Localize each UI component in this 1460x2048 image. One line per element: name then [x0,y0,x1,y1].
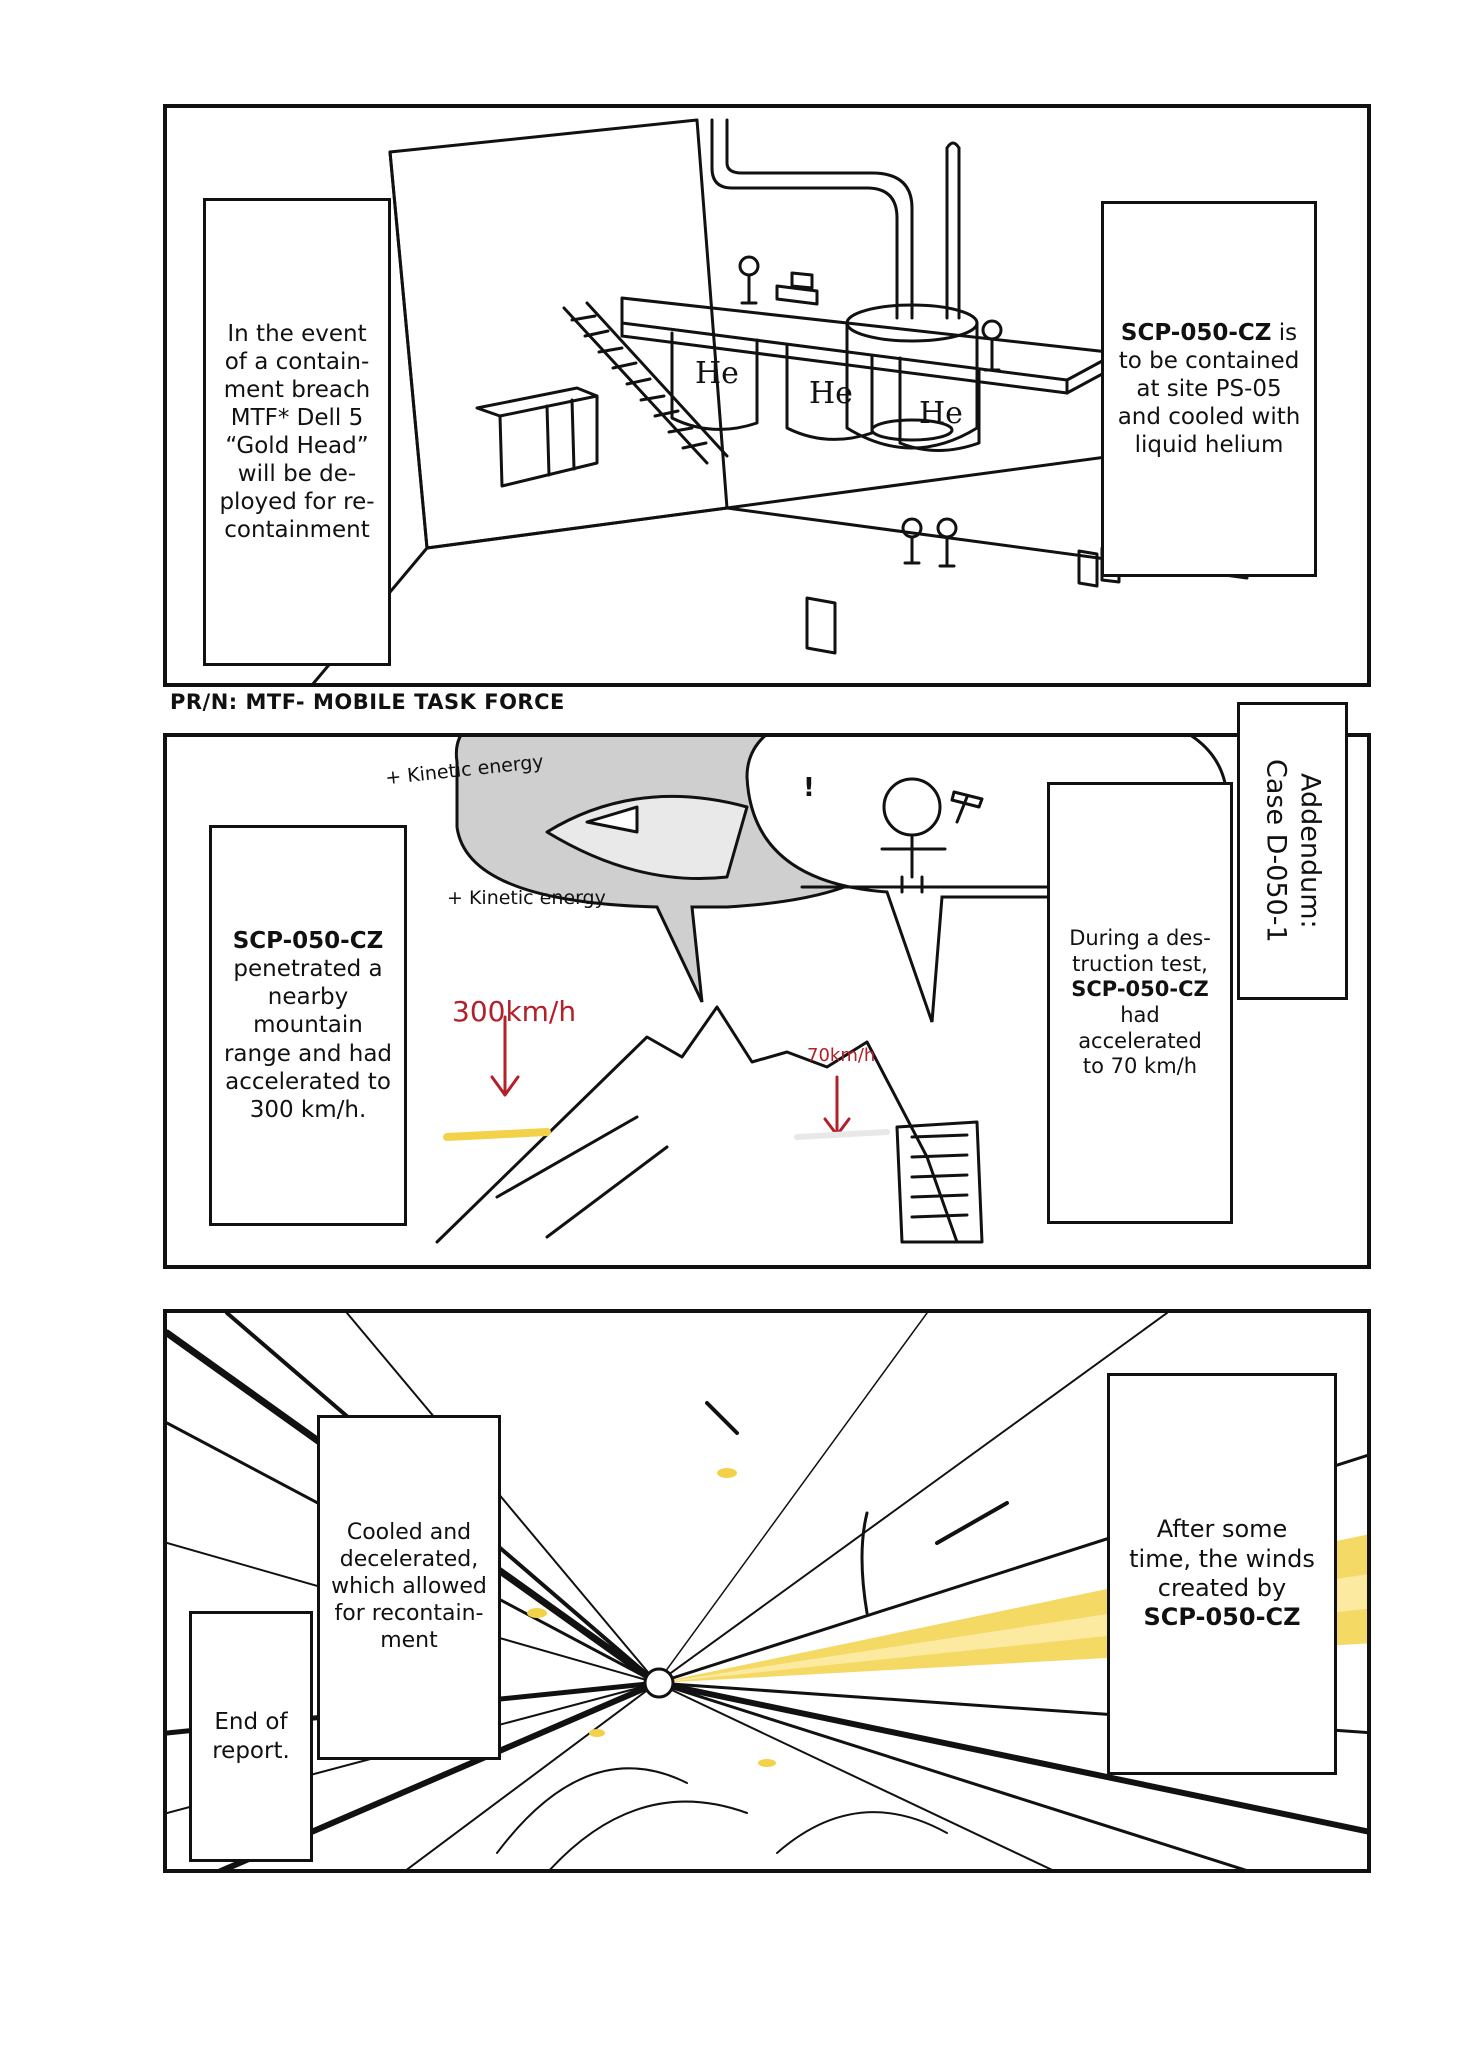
panel-recontainment: Cooled and decelerated, which allowed fo… [163,1309,1371,1873]
caption-line: Cooled and [346,1520,472,1546]
caption-line: “Gold Head” [225,433,369,459]
scp-designation: SCP-050-CZ [1120,319,1272,346]
caption-line: ment breach [223,376,371,403]
speed-label-300: 300km/h [452,995,577,1028]
panel-destruction-test: + Kinetic energy + Kinetic energy ! 300k… [163,733,1371,1269]
scp-designation: SCP-050-CZ [232,928,384,955]
translator-note: PR/N: MTF- MOBILE TASK FORCE [170,690,565,714]
caption-line: During a des- [1069,926,1211,951]
speech-exclamation: ! [803,773,815,803]
caption-line: MTF* Dell 5 [230,404,364,431]
caption-line: penetrated a [233,956,383,983]
caption-line: liquid helium [1134,432,1284,459]
caption-line: report. [212,1737,290,1764]
scp-designation: SCP-050-CZ [1071,977,1209,1002]
caption-line: to 70 km/h [1082,1054,1198,1079]
caption-line: to be contained [1118,347,1300,374]
caption-box-end-of-report: End of report. [189,1611,313,1862]
caption-line: SCP-050-CZ is [1121,319,1297,347]
caption-text: is [1271,319,1298,346]
caption-line: created by [1157,1574,1287,1602]
caption-line: End of [214,1709,288,1736]
caption-line: nearby mountain [253,984,363,1039]
he-tank-label: He [809,376,853,411]
he-tank-label: He [919,396,963,431]
addendum-title: Addendum: [1294,773,1326,929]
addendum-case: Case D-050-1 [1260,759,1292,943]
caption-line: decelerated, [339,1547,479,1573]
addendum-box: Addendum: Case D-050-1 [1237,702,1348,1000]
caption-line: and cooled with [1117,404,1301,431]
caption-line: range and had [223,1040,393,1067]
caption-line: containment [224,517,370,544]
panel-containment-site: He He He In the event of a contain- ment… [163,104,1371,687]
caption-line: In the event [227,320,367,347]
caption-line: at site PS-05 [1136,375,1282,402]
caption-line: which allowed [331,1574,487,1600]
containment-room-drawing [311,118,1249,683]
caption-box-breach: In the event of a contain- ment breach M… [203,198,391,666]
caption-line: ployed for re- [219,489,375,516]
scp-designation: SCP-050-CZ [1143,1603,1301,1632]
caption-line: After some [1156,1515,1288,1544]
caption-line: will be de- [237,461,357,488]
caption-line: accelerated to [225,1068,391,1095]
caption-box-winds: After some time, the winds created by SC… [1107,1373,1337,1775]
caption-line: for recontain- [334,1600,484,1626]
caption-line: 300 km/h. [249,1096,367,1123]
caption-box-mountain: SCP-050-CZ penetrated a nearby mountain … [209,825,407,1226]
caption-line: had accelerated [1078,1003,1202,1053]
caption-line: truction test, [1072,951,1208,976]
caption-line: ment [380,1627,438,1653]
caption-box-containment: SCP-050-CZ is to be contained at site PS… [1101,201,1317,577]
speed-label-70: 70km/h [807,1045,876,1066]
caption-box-destruction-test: During a des- truction test, SCP-050-CZ … [1047,782,1233,1224]
caption-line: of a contain- [224,348,370,375]
caption-line: time, the winds [1129,1544,1315,1573]
kinetic-energy-label: + Kinetic energy [447,887,606,909]
he-tank-label: He [695,356,739,391]
caption-box-cooled: Cooled and decelerated, which allowed fo… [317,1415,501,1760]
